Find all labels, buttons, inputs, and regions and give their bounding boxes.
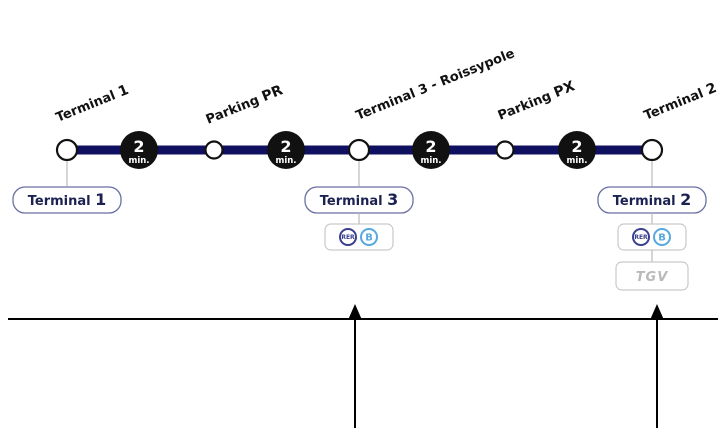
- tgv-connection: TGV: [615, 261, 689, 291]
- rer-icon: [632, 228, 650, 246]
- travel-time-unit: min.: [275, 156, 296, 166]
- terminal-pill[interactable]: [12, 186, 122, 214]
- terminal-pill-label: Terminal 2: [613, 190, 692, 209]
- terminal-pill-group: Terminal 3 RER B: [304, 161, 414, 251]
- station-label: Terminal 1: [54, 82, 132, 126]
- svg-text:B: B: [365, 233, 373, 244]
- travel-time-unit: min.: [420, 156, 441, 166]
- station-node[interactable]: [495, 140, 515, 160]
- terminal-pill-label: Terminal 3: [320, 190, 399, 209]
- station-node[interactable]: [347, 138, 371, 162]
- svg-text:RER: RER: [341, 234, 355, 241]
- station-node[interactable]: [55, 138, 79, 162]
- rer-b-connection: RER B: [324, 223, 394, 251]
- station-node[interactable]: [204, 140, 224, 160]
- travel-time-unit: min.: [128, 156, 149, 166]
- station-label: Terminal 2: [642, 80, 718, 124]
- travel-time-value: 2: [571, 137, 582, 156]
- terminal-pill-label: Terminal 1: [28, 190, 107, 209]
- up-arrow-icon: [650, 304, 664, 428]
- station-label: Parking PR: [204, 82, 286, 127]
- station-label: Terminal 3 - Roissypole: [354, 46, 517, 124]
- rer-icon: [339, 228, 357, 246]
- station-label: Parking PX: [496, 78, 578, 123]
- terminal-pill-group: Terminal 1: [12, 161, 122, 214]
- travel-time-value: 2: [425, 137, 436, 156]
- line-b-icon: [360, 228, 378, 246]
- svg-text:RER: RER: [634, 234, 648, 241]
- tgv-logo: TGV: [636, 270, 669, 285]
- line-b-icon: [653, 228, 671, 246]
- rer-b-connection: RER B: [617, 223, 687, 251]
- travel-time-unit: min.: [566, 156, 587, 166]
- station-node[interactable]: [640, 138, 664, 162]
- travel-time-value: 2: [133, 137, 144, 156]
- up-arrow-icon: [348, 304, 362, 428]
- svg-text:B: B: [658, 233, 666, 244]
- travel-time-value: 2: [280, 137, 291, 156]
- terminal-pill-group: Terminal 2 RER B TGV: [597, 161, 707, 291]
